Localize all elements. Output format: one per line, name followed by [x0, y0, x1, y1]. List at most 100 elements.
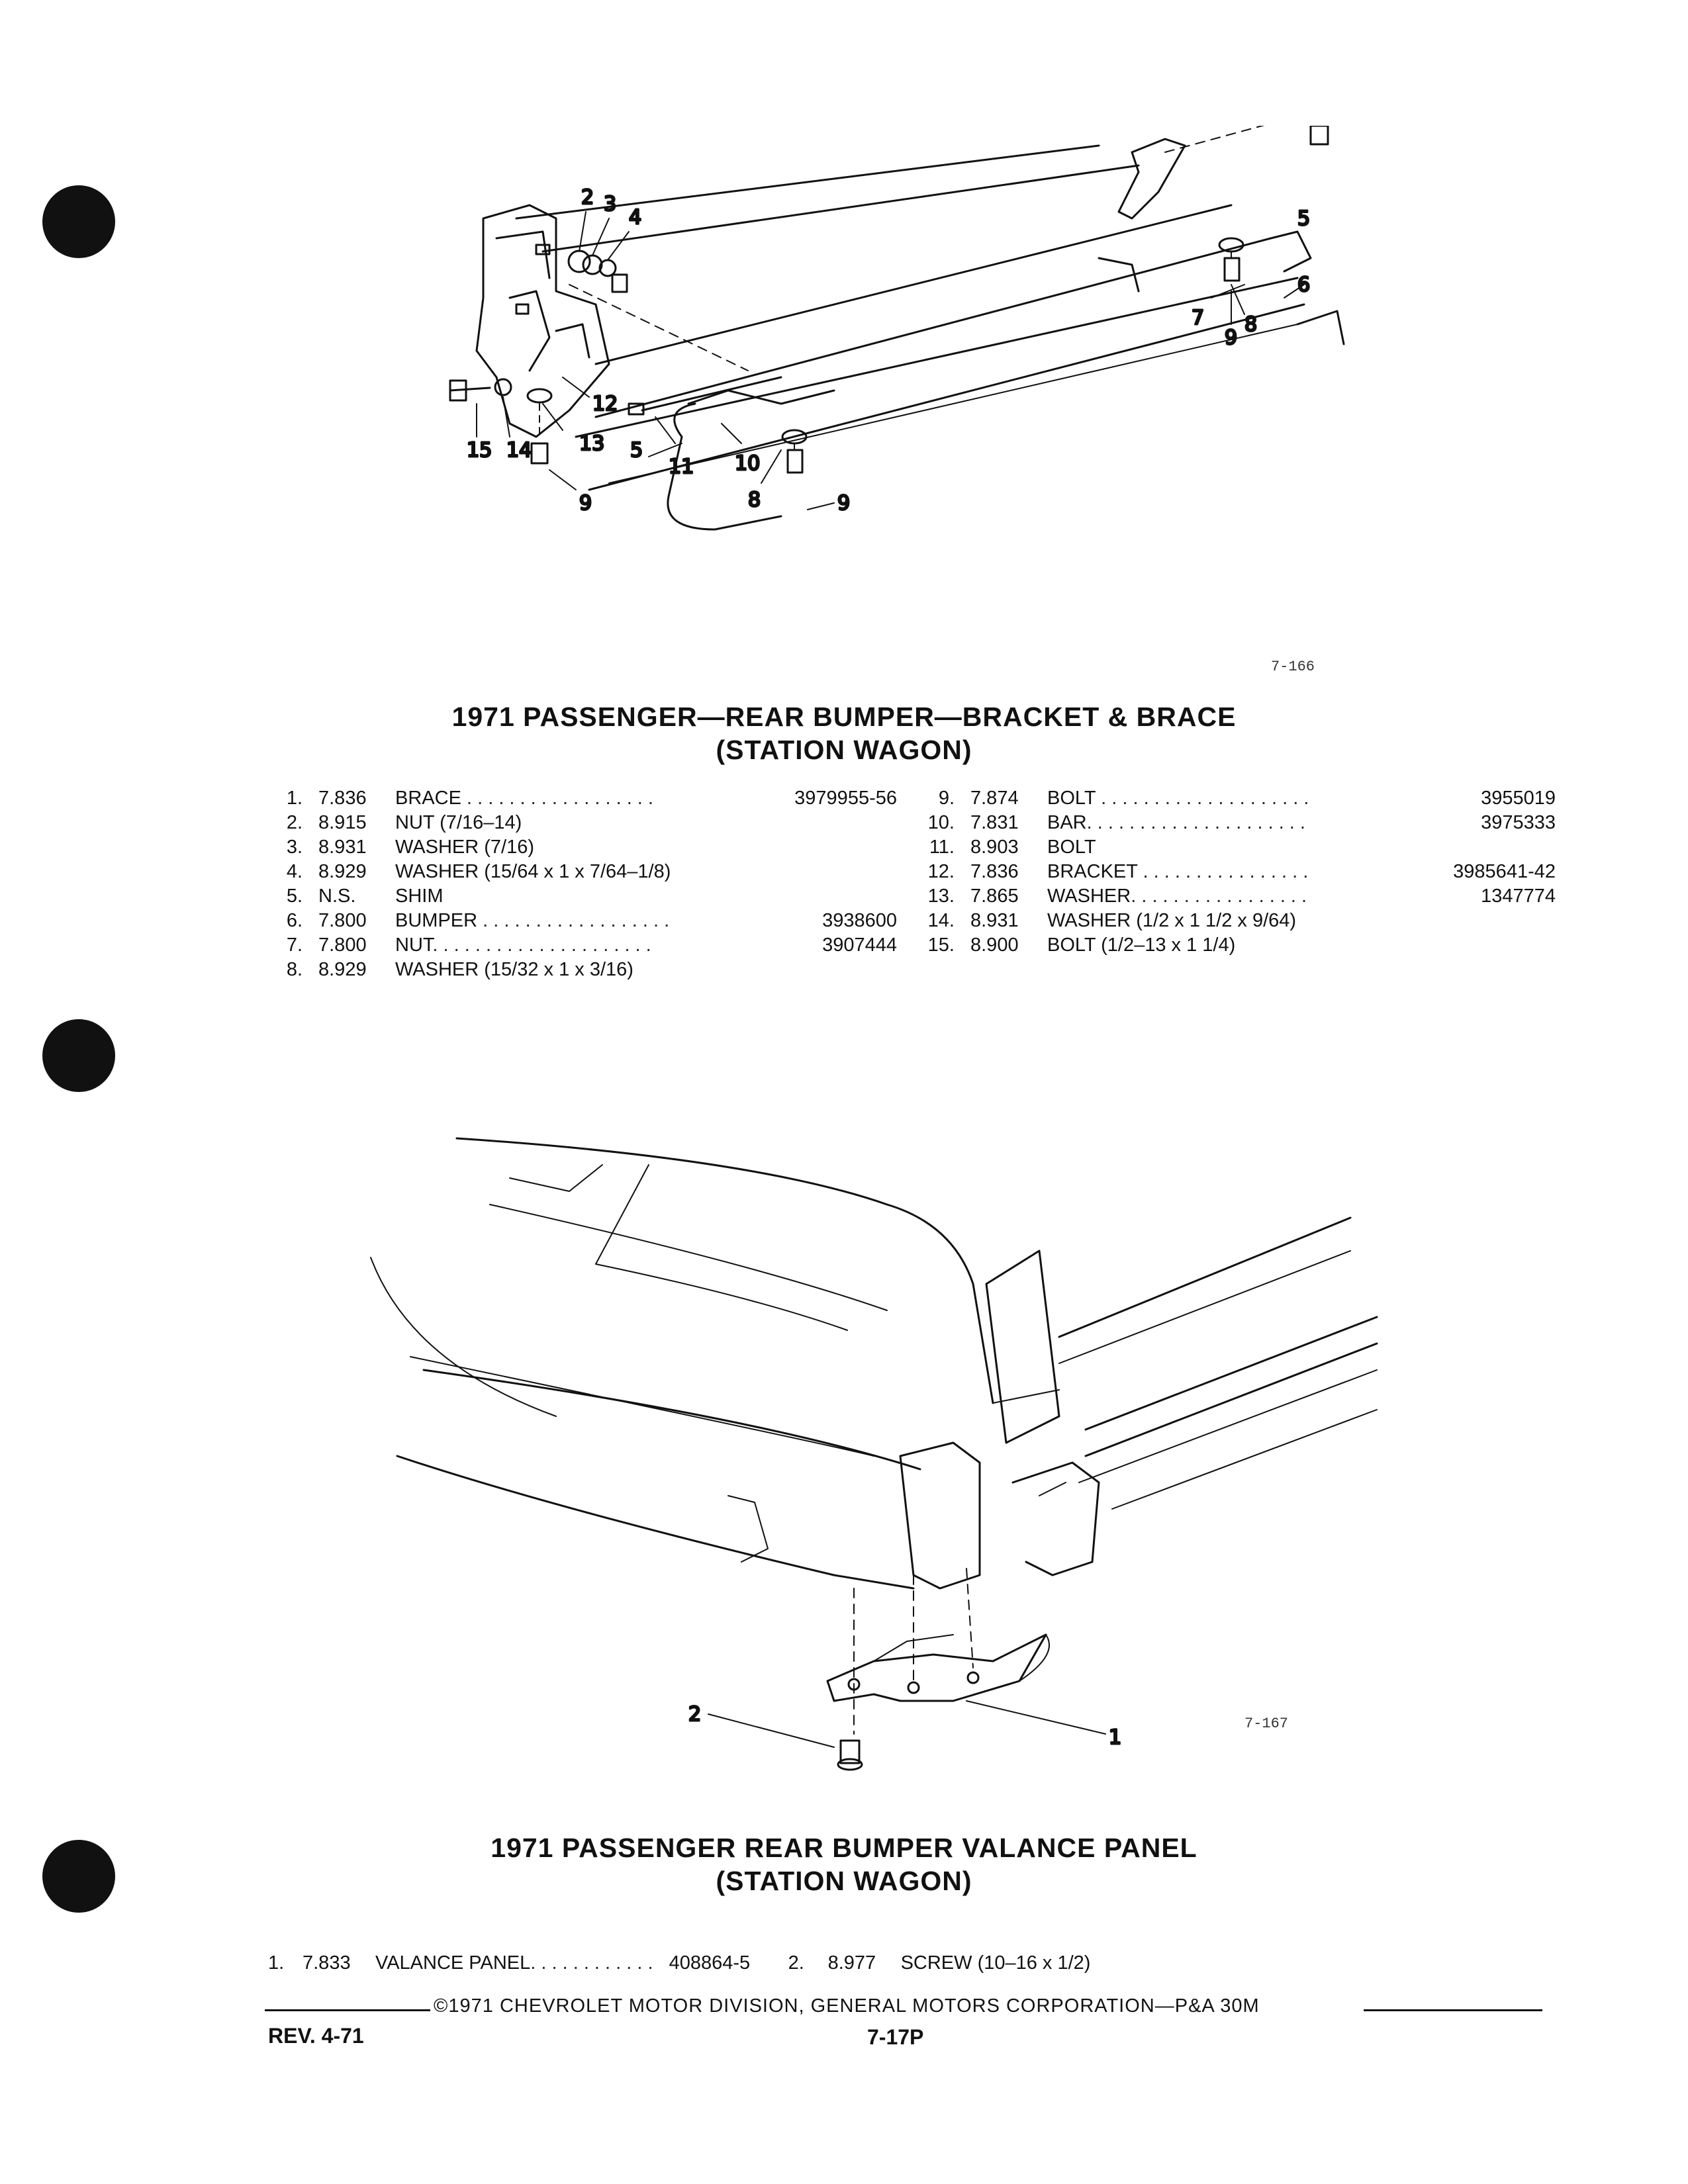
page-number: 7-17P	[867, 2025, 924, 2049]
footer-copyright: ©1971 CHEVROLET MOTOR DIVISION, GENERAL …	[434, 1995, 1260, 2017]
item-leader-dots: . . . . . . . . . . . . . . . .	[1137, 861, 1309, 882]
item-description: WASHER (1/2 x 1 1/2 x 9/64)	[1047, 909, 1456, 933]
item-description: BOLT	[1047, 835, 1456, 860]
callout-6: 6	[1297, 273, 1310, 296]
item-description: SCREW (10–16 x 1/2)	[900, 1952, 1091, 1974]
callout-9-left: 9	[579, 492, 592, 515]
item-leader-dots: . . . . . . . . . . . . . . . . . . . . …	[432, 934, 651, 956]
item-description: NUT. . . . . . . . . . . . . . . . . . .…	[395, 933, 798, 958]
item-description: SHIM	[395, 884, 798, 909]
item-dots: . . . . . . . . . . . .	[530, 1952, 653, 1974]
item-description: BRACE . . . . . . . . . . . . . . . . . …	[395, 786, 794, 811]
item-number: 10.	[927, 812, 955, 833]
item-number: 4.	[286, 861, 303, 882]
item-description-text: WASHER (7/16)	[395, 837, 535, 858]
footer-rule-left	[265, 2009, 430, 2011]
parts-list-row: 10. 7.831 BAR. . . . . . . . . . . . . . .…	[920, 811, 1556, 835]
item-group: 8.931	[970, 910, 1019, 931]
item-description-text: BUMPER	[395, 910, 478, 931]
item-number: 1.	[268, 1952, 285, 1974]
item-leader-dots: . . . . . . . . . . . . . . . . . . . . …	[1086, 812, 1305, 833]
item-description: WASHER (15/32 x 1 x 3/16)	[395, 958, 798, 982]
item-description-text: BRACE	[395, 788, 461, 809]
item-group: 8.929	[318, 861, 367, 882]
item-leader-dots: . . . . . . . . . . . . . . . . .	[1131, 886, 1307, 907]
item-description: BOLT (1/2–13 x 1 1/4)	[1047, 933, 1456, 958]
callout-8-right: 8	[1244, 313, 1257, 336]
callout-12: 12	[592, 392, 618, 416]
item-description-text: NUT (7/16–14)	[395, 812, 522, 833]
item-group: 7.831	[970, 812, 1019, 833]
item-description: VALANCE PANEL	[375, 1952, 531, 1974]
item-description: BOLT . . . . . . . . . . . . . . . . . .…	[1047, 786, 1456, 811]
item-part-number	[1456, 835, 1556, 860]
callout-3: 3	[604, 193, 616, 216]
item-number: 5.	[286, 886, 303, 907]
item-part-number	[798, 860, 897, 884]
item-number: 8.	[286, 959, 303, 980]
item-description-text: WASHER	[1047, 886, 1131, 907]
callout-15: 15	[467, 439, 492, 462]
item-number: 13.	[927, 886, 955, 907]
callout-2: 2	[581, 186, 594, 209]
item-description: BAR. . . . . . . . . . . . . . . . . . .…	[1047, 811, 1456, 835]
item-leader-dots: . . . . . . . . . . . . . . . . . .	[477, 910, 670, 931]
item-part-number	[1456, 933, 1556, 958]
item-group: 8.931	[318, 837, 367, 858]
item-part-number	[798, 958, 897, 982]
figure-code-7-166: 7-166	[1271, 659, 1315, 675]
item-group: N.S.	[318, 886, 356, 907]
item-description-text: SHIM	[395, 886, 444, 907]
figure-code-7-167: 7-167	[1244, 1715, 1289, 1732]
callout-2: 2	[688, 1703, 701, 1726]
item-group: 7.800	[318, 910, 367, 931]
item-description-text: BOLT (1/2–13 x 1 1/4)	[1047, 934, 1236, 956]
item-part-number	[798, 884, 897, 909]
item-group: 8.977	[827, 1952, 876, 1974]
callout-9-center: 9	[837, 492, 850, 515]
item-number: 9.	[938, 788, 955, 809]
item-part-number: 3955019	[1481, 788, 1556, 809]
item-part-number: 3938600	[822, 910, 897, 931]
item-part-number	[798, 835, 897, 860]
item-description-text: WASHER (15/32 x 1 x 3/16)	[395, 959, 633, 980]
item-description: WASHER. . . . . . . . . . . . . . . . .	[1047, 884, 1456, 909]
figure-bumper-bracket-brace: 2 3 4 5 5 6 7 8 9 15 14 13 12 9 11 10 8 …	[437, 126, 1350, 563]
section1-title-line1: 1971 PASSENGER—REAR BUMPER—BRACKET & BRA…	[451, 702, 1237, 732]
section2-title: 1971 PASSENGER REAR BUMPER VALANCE PANEL…	[0, 1831, 1688, 1897]
item-description: BRACKET . . . . . . . . . . . . . . . .	[1047, 860, 1453, 884]
callout-7: 7	[1192, 306, 1204, 330]
item-number: 12.	[927, 861, 955, 882]
item-number: 11.	[929, 837, 955, 858]
section1-title: 1971 PASSENGER—REAR BUMPER—BRACKET & BRA…	[0, 700, 1688, 766]
callout-8-center: 8	[748, 488, 761, 512]
item-description: NUT (7/16–14)	[395, 811, 798, 835]
item-part-number: 3985641-42	[1453, 861, 1556, 882]
item-description-text: BAR	[1047, 812, 1087, 833]
item-number: 7.	[286, 934, 303, 956]
item-leader-dots: . . . . . . . . . . . . . . . . . . . .	[1096, 788, 1309, 809]
item-number: 2.	[788, 1952, 804, 1974]
callout-1: 1	[1109, 1726, 1121, 1749]
callout-14: 14	[506, 439, 532, 462]
callout-4: 4	[629, 206, 641, 229]
item-description-text: BOLT	[1047, 837, 1096, 858]
item-part-number: 408864-5	[669, 1952, 751, 1974]
callout-13: 13	[579, 432, 604, 455]
item-group: 7.836	[318, 788, 367, 809]
figure-valance-panel: 2 1	[357, 1085, 1417, 1800]
item-part-number: 3979955-56	[794, 788, 897, 809]
item-description-text: NUT	[395, 934, 433, 956]
item-description-text: BRACKET	[1047, 861, 1138, 882]
